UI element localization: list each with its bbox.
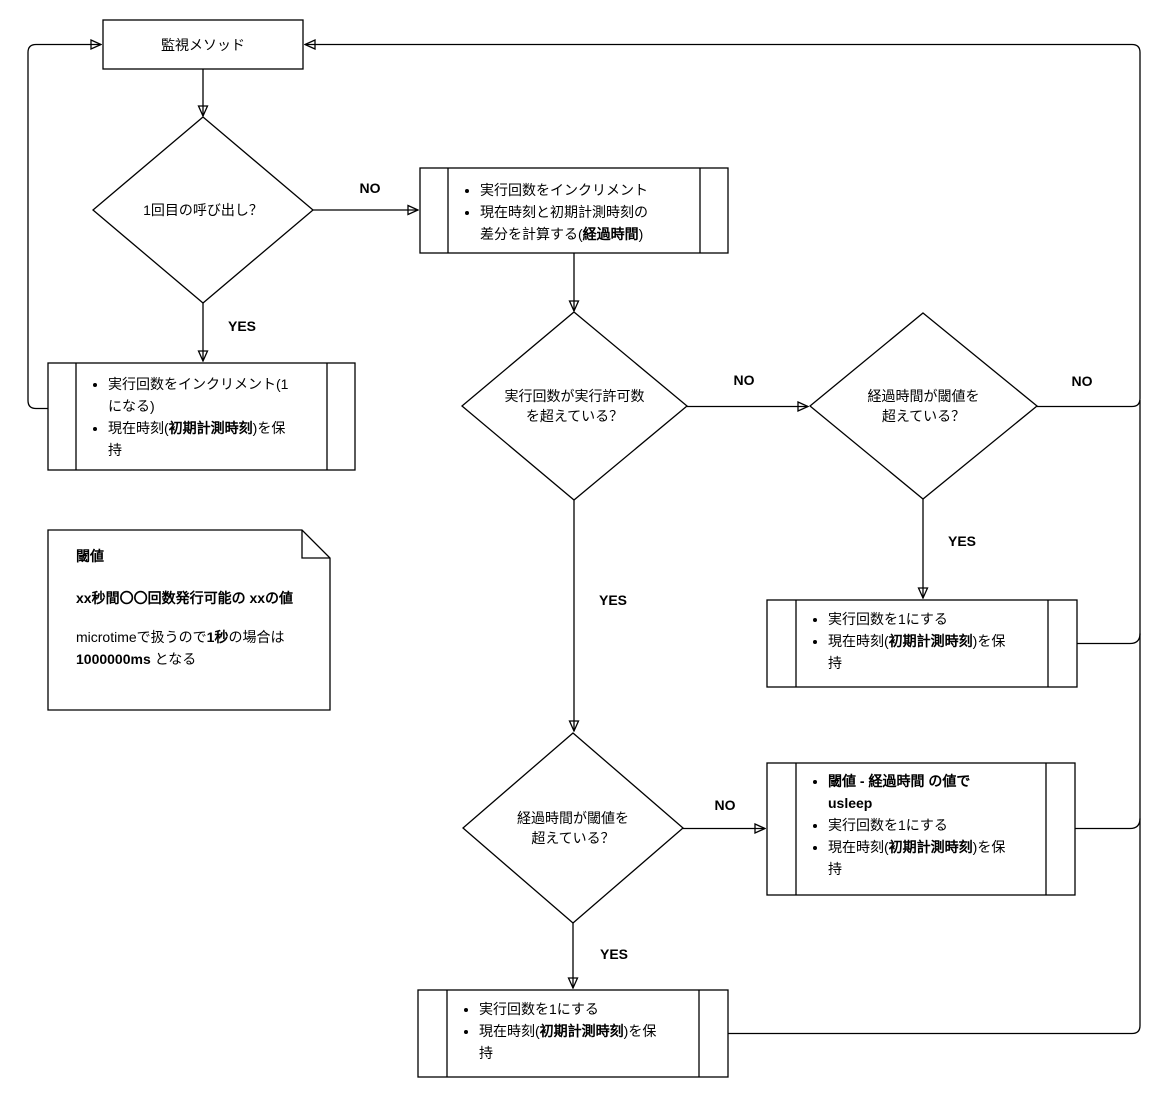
note-title: 閾値	[76, 548, 104, 564]
list-item: 現在時刻と初期計測時刻の差分を計算する(経過時間)	[480, 201, 658, 245]
start-box-shape	[102, 19, 304, 70]
process-box-left-list: 実行回数をインクリメント(1になる) 現在時刻(初期計測時刻)を保持	[76, 373, 327, 461]
process-box-usleep-list: 閾値 - 経過時間 の値で usleep 実行回数を1にする 現在時刻(初期計測…	[796, 770, 1046, 880]
process-box-bottom-shape	[417, 989, 729, 1078]
edge-box-bottom-to-trunk	[728, 400, 1141, 1035]
edge-label-yes-d1: YES	[224, 318, 260, 334]
note-shape	[47, 529, 331, 711]
decision-elapsed-lower-label: 経過時間が閾値を超えている？	[517, 810, 629, 846]
note-line2: xx秒間〇〇回数発行可能の xxの値	[76, 590, 294, 606]
decision-exec-count-shape	[460, 311, 689, 501]
note-body: microtimeで扱うので1秒の場合は1000000ms となる	[76, 629, 285, 667]
edge-trunk-to-start	[305, 45, 1141, 408]
edge-box-usleep-to-trunk	[1075, 818, 1141, 830]
list-item: 実行回数をインクリメント	[480, 179, 658, 201]
decision-first-call-label: 1回目の呼び出し？	[143, 202, 263, 218]
list-item: 現在時刻(初期計測時刻)を保持	[828, 630, 1014, 674]
edge-label-no-d2: NO	[730, 372, 758, 388]
note-threshold: 閾値 xx秒間〇〇回数発行可能の xxの値 microtimeで扱うので1秒の場…	[48, 530, 330, 710]
decision-elapsed-upper-label: 経過時間が閾値を超えている？	[867, 388, 980, 424]
process-box-bottom-list: 実行回数を1にする 現在時刻(初期計測時刻)を保持	[447, 998, 699, 1064]
list-item: 実行回数をインクリメント(1になる)	[108, 373, 293, 417]
list-item: 現在時刻(初期計測時刻)を保持	[828, 836, 1014, 880]
process-box-left-shape	[47, 362, 356, 471]
list-item: 現在時刻(初期計測時刻)を保持	[479, 1020, 665, 1064]
edge-label-yes-d3: YES	[944, 533, 980, 549]
decision-elapsed-upper-shape	[808, 312, 1039, 500]
process-box-right-list: 実行回数を1にする 現在時刻(初期計測時刻)を保持	[796, 608, 1048, 674]
decision-exec-count-label: 実行回数が実行許可数を超えている？	[504, 388, 645, 424]
edge-label-no-d4: NO	[711, 797, 739, 813]
process-box-usleep-shape	[766, 762, 1076, 896]
process-box-right-shape	[766, 599, 1078, 688]
edge-label-no-d1: NO	[356, 180, 384, 196]
process-box-top-shape	[419, 167, 729, 254]
edge-label-no-d3: NO	[1068, 373, 1096, 389]
start-box-label: 監視メソッド	[161, 36, 245, 53]
list-item: 実行回数を1にする	[828, 608, 1014, 630]
note-fold-corner	[301, 530, 330, 559]
list-item: 実行回数を1にする	[828, 814, 1014, 836]
decision-elapsed-lower-shape	[462, 732, 684, 924]
decision-first-call-shape	[91, 116, 315, 304]
list-item: 閾値 - 経過時間 の値で usleep	[828, 770, 1014, 814]
edge-box-right-to-trunk	[1077, 633, 1141, 645]
edge-label-yes-d2: YES	[595, 592, 631, 608]
edge-box-left-loop-to-start	[27, 45, 101, 410]
process-box-top-list: 実行回数をインクリメント 現在時刻と初期計測時刻の差分を計算する(経過時間)	[448, 179, 700, 245]
edge-label-yes-d4: YES	[596, 946, 632, 962]
list-item: 現在時刻(初期計測時刻)を保持	[108, 417, 293, 461]
list-item: 実行回数を1にする	[479, 998, 665, 1020]
